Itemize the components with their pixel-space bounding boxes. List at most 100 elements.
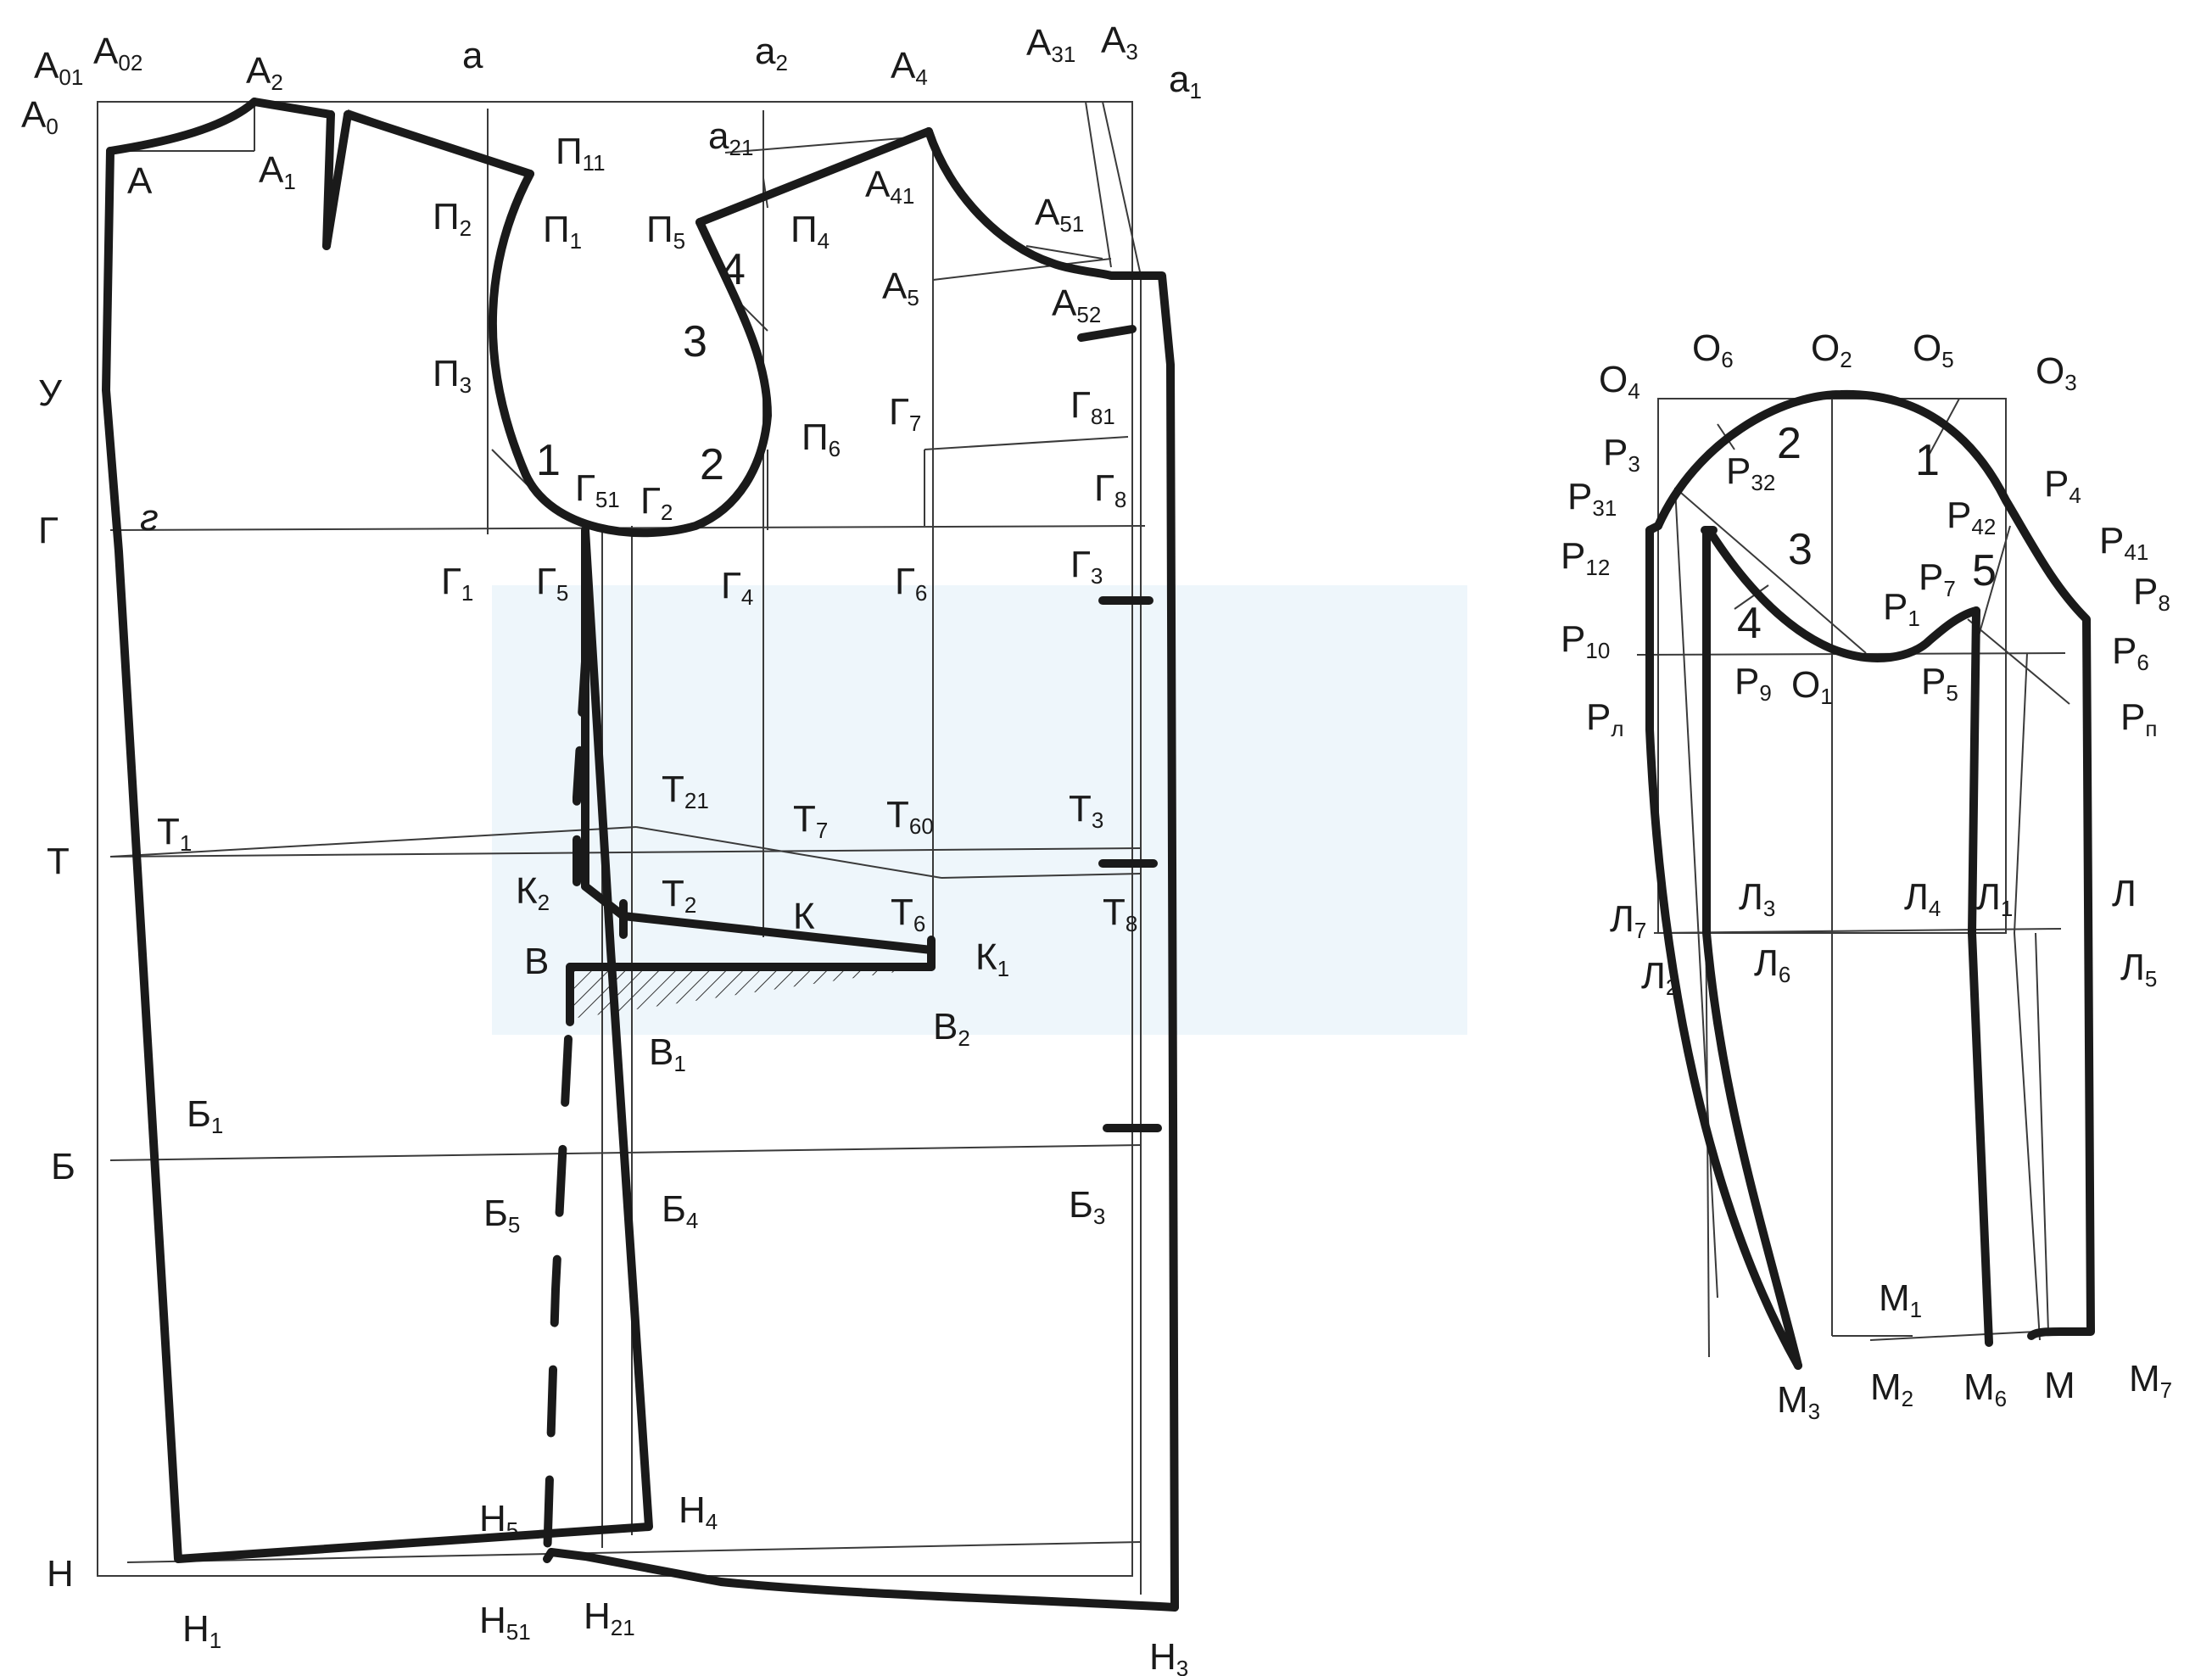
- label-K: К: [793, 896, 815, 937]
- label-H1: Н1: [182, 1608, 221, 1653]
- label-a1: а1: [1169, 59, 1202, 103]
- label-P5: П5: [646, 209, 685, 254]
- label-A2: А2: [246, 50, 283, 95]
- label-A3: А3: [1101, 20, 1138, 64]
- sleeve-outline: [1645, 389, 2095, 1370]
- background-tint: [492, 585, 1467, 1035]
- label-a: а: [462, 35, 483, 76]
- label-A1: А1: [259, 149, 296, 194]
- label-H: Н: [47, 1553, 74, 1595]
- label-B3: Б3: [1069, 1184, 1105, 1229]
- label-V1: В1: [649, 1031, 686, 1076]
- label-A31: А31: [1026, 22, 1075, 67]
- label-L4: Л4: [1904, 876, 1941, 921]
- label-R4: Р4: [2044, 463, 2081, 508]
- label-G2: Г2: [640, 480, 673, 525]
- label-O4: О4: [1599, 359, 1640, 404]
- point-labels: А01 А02 А0 А А2 А1 а а2 А4 А31 А3 а1 а21…: [21, 20, 2172, 1676]
- label-H5: Н5: [479, 1498, 518, 1543]
- armhole-mark-3: 3: [683, 317, 707, 366]
- label-A4: А4: [891, 45, 928, 90]
- label-M3: М3: [1777, 1379, 1820, 1424]
- label-B1: Б1: [187, 1093, 223, 1138]
- label-B: Б: [51, 1146, 75, 1187]
- label-T21: Т21: [662, 768, 709, 813]
- cap-mark-4: 4: [1737, 599, 1762, 648]
- label-O2: О2: [1811, 327, 1852, 372]
- label-P3: П3: [433, 353, 472, 398]
- label-R10: Р10: [1561, 618, 1610, 663]
- sleeve-construction-lines: [1636, 398, 2070, 1358]
- label-R41: Р41: [2099, 520, 2148, 565]
- cap-mark-2: 2: [1777, 419, 1801, 468]
- armhole-mark-4: 4: [721, 245, 746, 294]
- label-O1: О1: [1791, 664, 1833, 709]
- label-U: У: [38, 372, 63, 414]
- label-L7: Л7: [1610, 898, 1646, 943]
- label-g: г: [140, 497, 159, 539]
- label-L2: Л2: [1641, 955, 1678, 1000]
- label-R6: Р6: [2112, 630, 2149, 675]
- label-G: Г: [38, 510, 59, 551]
- label-M7: М7: [2129, 1358, 2172, 1403]
- cap-mark-1: 1: [1915, 436, 1940, 485]
- label-P4: П4: [790, 209, 830, 254]
- label-R5: Р5: [1921, 661, 1958, 706]
- label-A52: А52: [1052, 282, 1101, 327]
- label-M1: М1: [1879, 1277, 1922, 1322]
- label-T7: Т7: [793, 798, 828, 843]
- label-T8: Т8: [1103, 891, 1137, 936]
- label-L3: Л3: [1739, 876, 1775, 921]
- label-A: А: [127, 160, 153, 202]
- cap-mark-3: 3: [1788, 525, 1813, 574]
- label-T1: Т1: [157, 811, 192, 856]
- label-R3: Р3: [1603, 432, 1640, 477]
- label-R1: Р1: [1883, 586, 1920, 631]
- label-P2: П2: [433, 196, 472, 241]
- label-T2: Т2: [662, 873, 696, 918]
- label-K2: К2: [516, 870, 550, 915]
- label-B4: Б4: [662, 1188, 698, 1233]
- label-L1: Л1: [1976, 876, 2013, 921]
- label-A51: А51: [1035, 192, 1084, 237]
- cap-mark-5: 5: [1972, 546, 1997, 595]
- label-G51: Г51: [575, 467, 620, 512]
- label-L6: Л6: [1754, 942, 1790, 987]
- label-M6: М6: [1963, 1366, 2007, 1411]
- label-P11: П11: [556, 131, 606, 176]
- label-H3: Н3: [1149, 1636, 1188, 1676]
- armhole-mark-2: 2: [700, 440, 724, 489]
- label-O6: О6: [1692, 327, 1734, 372]
- label-R9: Р9: [1734, 661, 1772, 706]
- label-V: В: [524, 941, 549, 982]
- armhole-mark-1: 1: [536, 436, 561, 485]
- label-A0: А0: [21, 94, 59, 139]
- label-R8: Р8: [2133, 571, 2170, 616]
- hatched-dart-area: [570, 967, 931, 1018]
- label-K1: К1: [975, 936, 1009, 981]
- label-M2: М2: [1870, 1366, 1913, 1411]
- label-G8: Г8: [1094, 467, 1126, 512]
- label-R12: Р12: [1561, 535, 1610, 580]
- bodice-construction-lines: [97, 101, 1146, 1595]
- label-B5: Б5: [483, 1193, 520, 1237]
- label-RP: Рп: [2120, 696, 2157, 741]
- label-P6: П6: [802, 416, 841, 461]
- label-R31: Р31: [1567, 476, 1617, 521]
- label-G4: Г4: [721, 565, 753, 610]
- label-G7: Г7: [889, 391, 921, 436]
- label-T60: Т60: [886, 794, 934, 839]
- label-G6: Г6: [895, 561, 927, 606]
- label-G1: Г1: [441, 561, 473, 606]
- label-H4: Н4: [679, 1489, 718, 1534]
- label-G81: Г81: [1070, 384, 1115, 429]
- label-V2: В2: [933, 1006, 970, 1051]
- label-RL: Рл: [1586, 696, 1624, 741]
- label-G3: Г3: [1070, 544, 1103, 589]
- label-L5: Л5: [2120, 947, 2157, 992]
- label-T6: Т6: [891, 891, 925, 936]
- buttons: [1077, 325, 1162, 1132]
- label-R7: Р7: [1919, 556, 1956, 601]
- label-H21: Н21: [584, 1595, 635, 1640]
